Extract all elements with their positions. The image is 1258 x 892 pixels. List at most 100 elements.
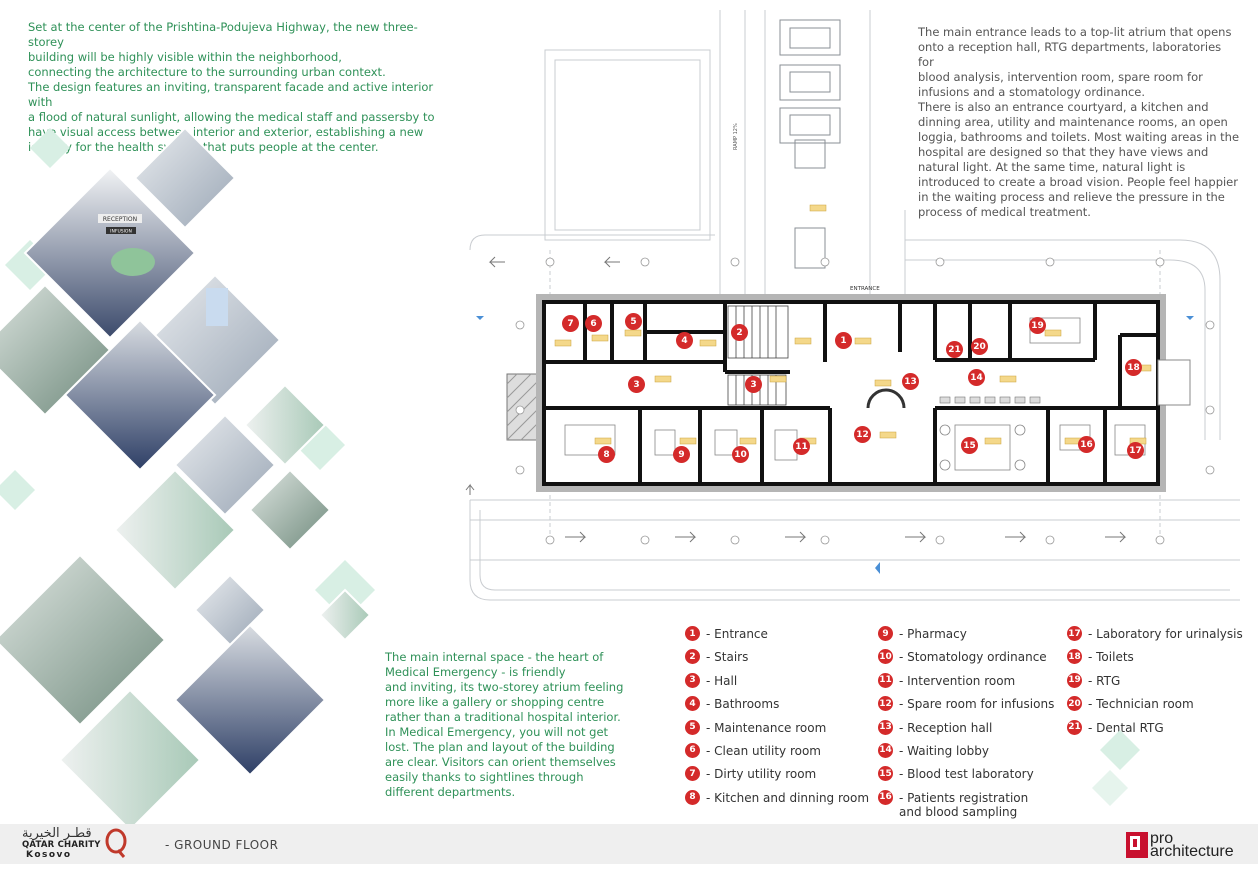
photo-tile-corridor-long	[173, 623, 327, 777]
atrium-line: Medical Emergency - is friendly	[385, 665, 566, 679]
description-line: blood analysis, intervention room, spare…	[918, 70, 1203, 84]
legend-item: 7- Dirty utility room	[685, 766, 869, 789]
legend-item: 3 - Hall	[685, 672, 869, 696]
photo-tile-lab	[173, 413, 277, 517]
decor-diamond	[0, 470, 35, 510]
room-marker-10: 10	[732, 446, 749, 463]
room-marker-8: 8	[598, 446, 615, 463]
room-marker-3: 3	[628, 376, 645, 393]
legend-number: 10	[878, 649, 893, 665]
road-curve	[469, 234, 715, 251]
legend-item: 6 - Clean utility room	[685, 742, 869, 766]
room-marker-num: 14	[970, 372, 983, 383]
legend-label: - Toilets	[1088, 650, 1134, 665]
intro-line: have visual access between interior and …	[28, 125, 424, 139]
atrium-line: lost. The plan and layout of the buildin…	[385, 740, 615, 754]
legend-label: - Clean utility room	[706, 743, 821, 758]
atrium-line: The main internal space - the heart of	[385, 650, 604, 664]
atrium-line: more like a gallery or shopping centre	[385, 695, 605, 709]
brand-country: Kosovo	[26, 850, 72, 860]
legend-label: - Stomatology ordinance	[899, 650, 1047, 665]
photo-tile-bath	[113, 468, 237, 592]
description-line: infusions and a stomatology ordinance.	[918, 85, 1146, 99]
grid-axis-markers	[515, 257, 1215, 545]
floor-label: - GROUND FLOOR	[165, 838, 279, 852]
room-marker-num: 9	[678, 449, 685, 460]
legend-item: 13- Reception hall	[878, 719, 1054, 743]
reception-desk-plan	[866, 388, 906, 409]
description-line: The main entrance leads to a top-lit atr…	[918, 25, 1232, 39]
legend-label: - Reception hall	[899, 720, 993, 735]
legend-column-1: 1- Entrance 2- Stairs 3- Hall 4- Bathroo…	[685, 626, 869, 813]
room-marker-num: 18	[1127, 362, 1140, 373]
legend-column-3: 17- Laboratory for urinalysis 18- Toilet…	[1067, 626, 1243, 743]
intro-line: Set at the center of the Prishtina-Poduj…	[28, 20, 418, 49]
qatar-charity-logo-icon	[105, 828, 127, 858]
legend-item: 5- Maintenance room	[685, 719, 869, 743]
legend-item: 18- Toilets	[1067, 649, 1243, 672]
room-marker-num: 8	[603, 449, 610, 460]
legend-item: 1- Entrance	[685, 626, 869, 649]
room-marker-20: 20	[971, 338, 988, 355]
legend-number: 3	[685, 672, 700, 688]
description-line: loggia, bathrooms and toilets. Most wait…	[918, 130, 1240, 144]
atrium-line: In Medical Emergency, you will not get	[385, 725, 609, 739]
room-marker-19: 19	[1029, 317, 1046, 334]
parking-area	[544, 49, 711, 241]
footer-bar	[0, 824, 1258, 864]
road-curve	[479, 510, 1230, 591]
legend-number: 4	[685, 696, 700, 712]
infusion-sign-bg	[106, 227, 136, 234]
legend-number: 11	[878, 672, 893, 688]
legend-number: 17	[1067, 626, 1082, 641]
legend-number: 7	[685, 766, 700, 782]
legend-column-2: 9 - Pharmacy 10 - Stomatology ordinance 11…	[878, 626, 1054, 820]
legend-item: 15- Blood test laboratory	[878, 766, 1054, 789]
axis-triangle	[476, 316, 484, 320]
axis-triangle	[1186, 316, 1194, 320]
legend-number: 6	[685, 742, 700, 758]
legend-item: 4- Bathrooms	[685, 696, 869, 719]
description-line: process of medical treatment.	[918, 205, 1091, 219]
room-marker-num: 1	[840, 335, 847, 346]
intro-line: building will be highly visible within t…	[28, 50, 342, 64]
legend-number: 14	[878, 742, 893, 758]
legend-item: 20- Technician room	[1067, 696, 1243, 719]
legend-item: 8- Kitchen and dinning room	[685, 789, 869, 813]
description-line: There is also an entrance courtyard, a k…	[918, 100, 1209, 114]
photo-tile-corridor	[133, 126, 237, 230]
parking-area	[554, 59, 701, 231]
room-marker-9: 9	[673, 446, 690, 463]
room-marker-num: 19	[1031, 320, 1044, 331]
photo-tile-reception-desk	[58, 688, 202, 825]
room-marker-15: 15	[961, 437, 978, 454]
road-curve	[905, 239, 1221, 440]
legend-label: - Dental RTG	[1088, 720, 1164, 735]
legend-number: 20	[1067, 696, 1082, 712]
ramp-label: RAMP 12%	[733, 123, 739, 150]
pro-architecture-logo-icon	[1126, 832, 1148, 858]
room-marker-6: 6	[585, 315, 602, 332]
room-marker-num: 10	[734, 449, 747, 460]
legend-number: 15	[878, 766, 893, 782]
room-marker-num: 17	[1129, 445, 1142, 456]
room-marker-4: 4	[676, 332, 693, 349]
reception-sign-bg	[98, 214, 142, 223]
intro-line: The design features an inviting, transpa…	[28, 80, 434, 109]
waiting-chairs	[939, 396, 1041, 404]
reception-desk	[111, 248, 155, 276]
road-curve	[469, 500, 1240, 601]
legend-item: 9 - Pharmacy	[878, 626, 1054, 649]
traffic-arrows	[465, 256, 1127, 543]
legend-label: - Hall	[706, 673, 738, 688]
legend-label: - Pharmacy	[899, 627, 967, 641]
description-line: onto a reception hall, RTG departments, …	[918, 40, 1222, 69]
reception-sign: RECEPTION	[103, 216, 137, 223]
legend-number: 21	[1067, 719, 1082, 735]
room-marker-num: 2	[736, 327, 743, 338]
room-marker-num: 12	[856, 429, 869, 440]
ward-window	[206, 288, 228, 326]
legend-number: 9	[878, 626, 893, 641]
brand-english: QATAR CHARITY	[22, 840, 101, 850]
room-marker-num: 13	[904, 376, 917, 387]
